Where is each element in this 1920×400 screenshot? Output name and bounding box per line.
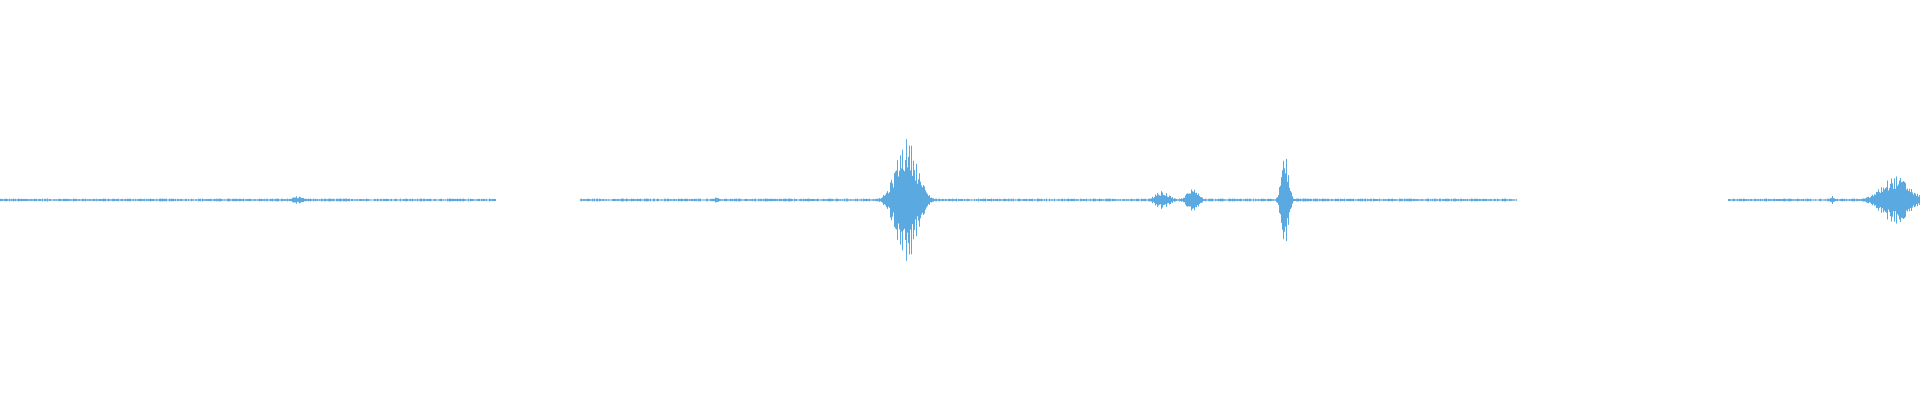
waveform-bars — [0, 139, 1920, 261]
